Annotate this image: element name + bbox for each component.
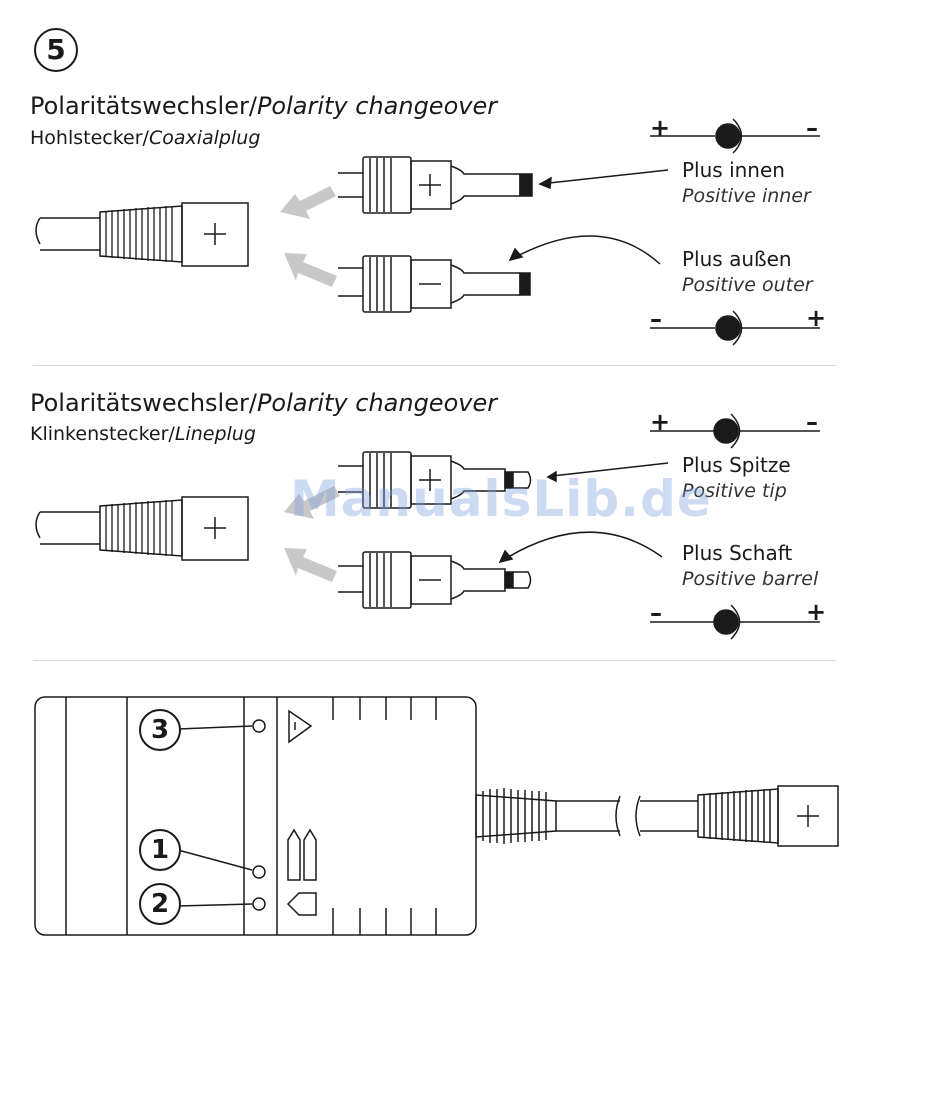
- callout-1: 1: [139, 829, 181, 871]
- minus-sign-barrel-left: –: [650, 599, 662, 627]
- callout-3: 3: [139, 709, 181, 751]
- plus-sign-barrel-right: +: [806, 598, 826, 626]
- plus-sign-tip-left: +: [650, 408, 670, 436]
- coax-plug-positive: [338, 157, 532, 213]
- polarity-symbol-outer: [650, 311, 820, 345]
- coax-plug-negative: [338, 256, 530, 312]
- minus-sign-tip-right: –: [806, 408, 818, 436]
- cable-socket-2: [36, 497, 248, 560]
- minus-sign-outer-left: –: [650, 305, 662, 333]
- plus-sign-outer-right: +: [806, 304, 826, 332]
- minus-sign-inner-right: –: [806, 114, 818, 142]
- polarity-symbol-tip: [650, 414, 820, 448]
- polarity-symbol-inner: [650, 119, 820, 153]
- callout-2: 2: [139, 883, 181, 925]
- watermark-text: ManualsLib.de: [290, 470, 712, 528]
- cable-socket-1: [36, 203, 248, 266]
- plus-sign-inner-left: +: [650, 114, 670, 142]
- polarity-symbol-barrel: [650, 605, 820, 639]
